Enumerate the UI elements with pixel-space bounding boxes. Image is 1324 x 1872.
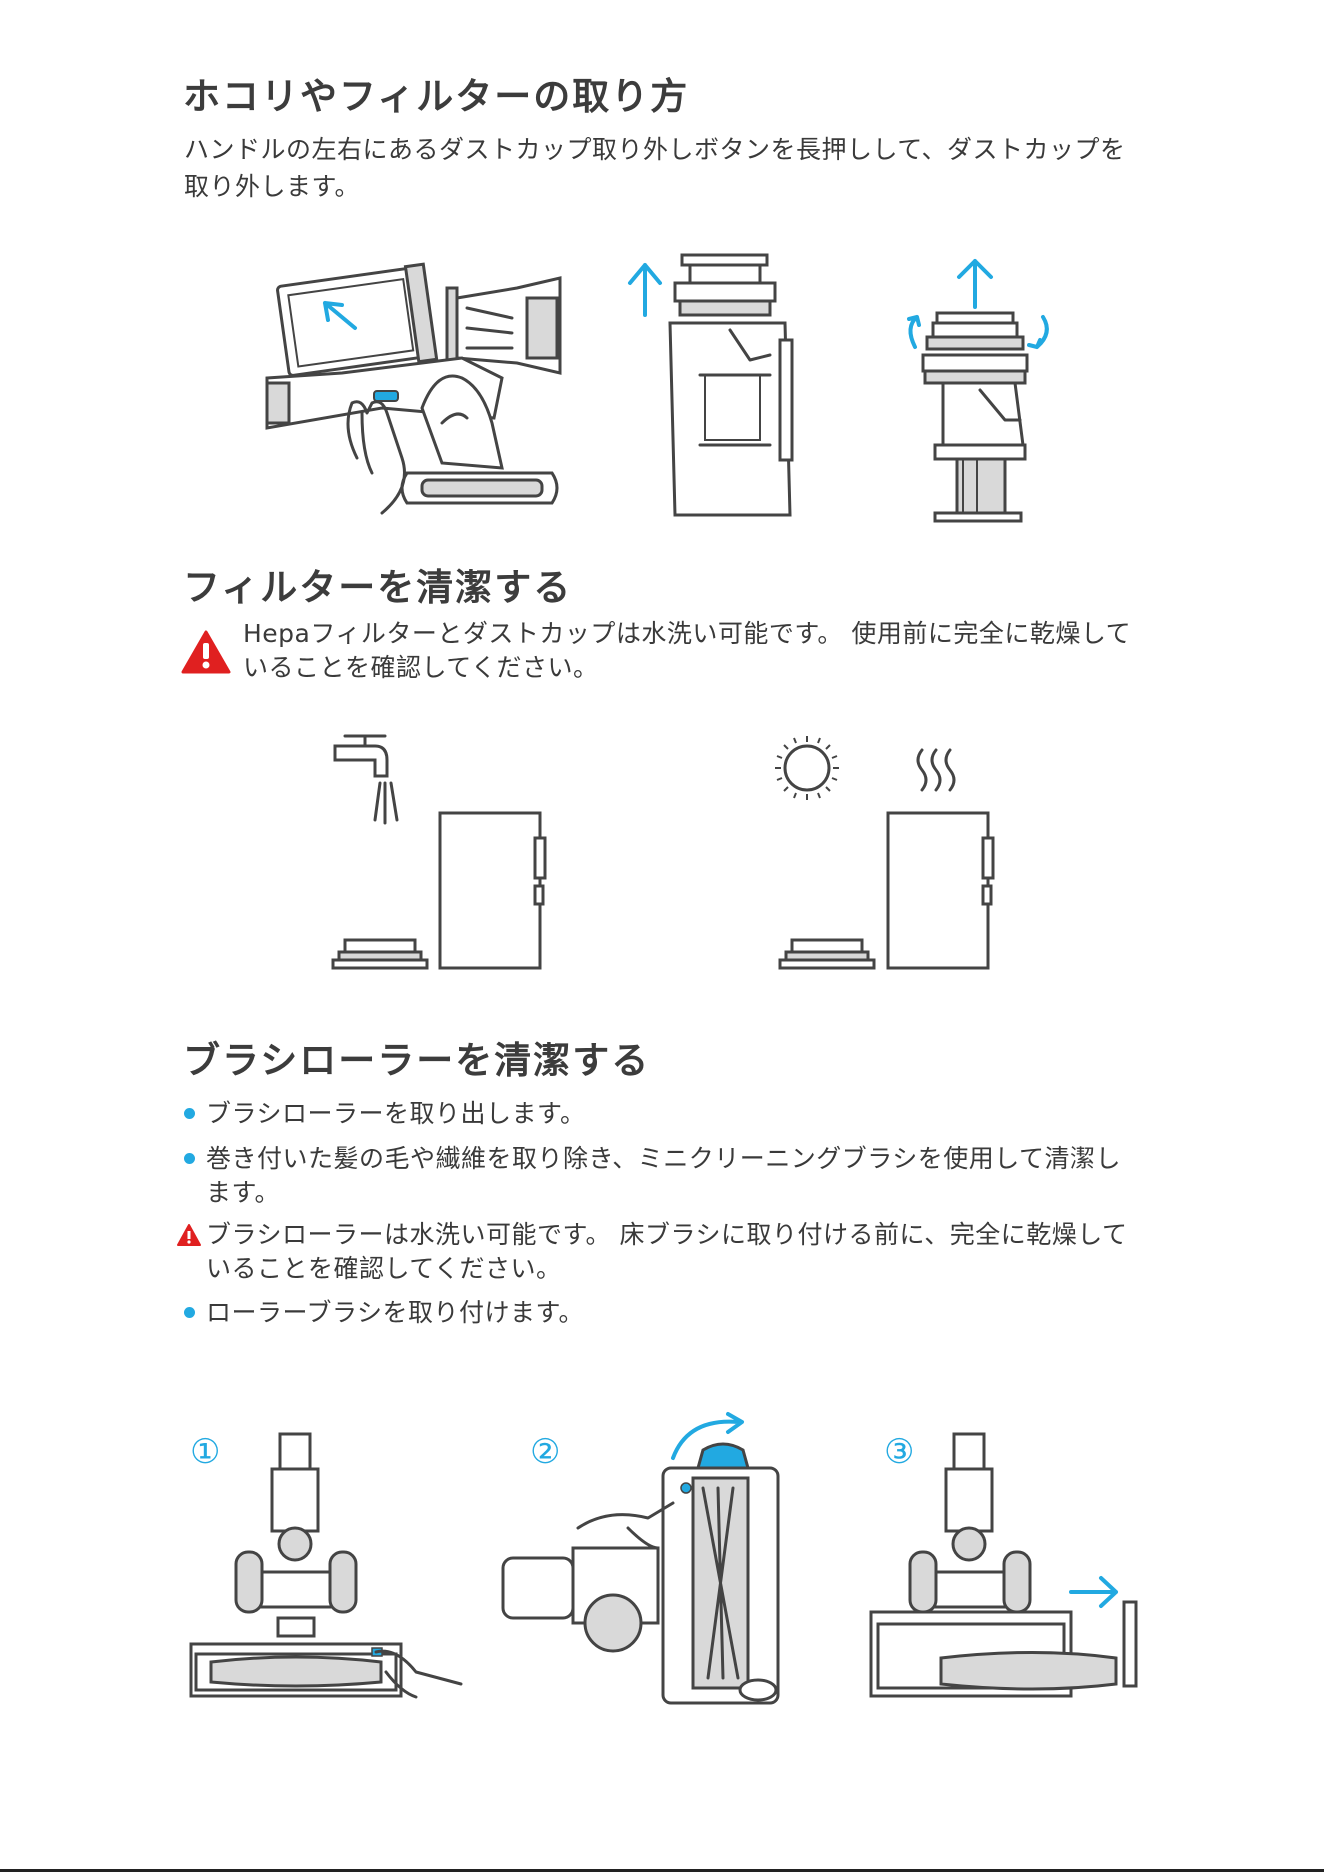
up-arrow-icon	[959, 261, 991, 307]
illustration-remove-dust-cup	[262, 258, 562, 518]
dust-removal-instructions: ハンドルの左右にあるダストカップ取り外しボタンを長押しして、ダストカップを 取り…	[184, 131, 1144, 205]
illustration-lift-cup	[620, 255, 800, 515]
list-item-text: ローラーブラシを取り付けます。	[206, 1296, 1140, 1330]
warning-icon	[181, 630, 231, 674]
list-item-text: 巻き付いた髪の毛や繊維を取り除き、ミニクリーニングブラシを使用して清潔し	[206, 1142, 1140, 1176]
steam-icon	[918, 750, 954, 790]
instruction-line-2: 取り外します。	[184, 168, 1144, 205]
list-item: ローラーブラシを取り付けます。	[180, 1296, 1140, 1330]
list-item: 巻き付いた髪の毛や繊維を取り除き、ミニクリーニングブラシを使用して清潔し ます。	[180, 1142, 1140, 1210]
section-title-clean-filter: フィルターを清潔する	[183, 557, 572, 611]
warning-icon	[176, 1223, 202, 1247]
bullet-dot	[184, 1153, 195, 1164]
section-title-dust-removal: ホコリやフィルターの取り方	[183, 66, 689, 120]
illustration-step-2	[498, 1408, 828, 1708]
faucet-icon	[335, 736, 387, 776]
instruction-line-1: ハンドルの左右にあるダストカップ取り外しボタンを長押しして、ダストカップを	[184, 131, 1144, 168]
warning-line-2: いることを確認してください。	[243, 651, 1143, 685]
illustration-step-3	[866, 1432, 1156, 1702]
list-item-text-cont: いることを確認してください。	[206, 1252, 1140, 1286]
rotate-arrow-icon	[909, 317, 919, 347]
bullet-dot	[184, 1108, 195, 1119]
illustration-step-1	[186, 1432, 466, 1702]
filter-warning-text: Hepaフィルターとダストカップは水洗い可能です。 使用前に完全に乾燥して いる…	[243, 617, 1143, 685]
illustration-wash-filter	[325, 728, 555, 978]
illustration-twist-filter	[895, 255, 1065, 525]
illustration-dry-filter	[770, 728, 1010, 978]
rotate-arrow-icon	[1029, 317, 1047, 347]
section-title-clean-brush-roller: ブラシローラーを清潔する	[183, 1030, 650, 1084]
bullet-dot	[184, 1307, 195, 1318]
list-item: ブラシローラーを取り出します。	[180, 1097, 1140, 1131]
sun-icon	[775, 736, 839, 800]
list-item-text: ブラシローラーを取り出します。	[206, 1097, 1140, 1131]
list-item-text: ブラシローラーは水洗い可能です。 床ブラシに取り付ける前に、完全に乾燥して	[206, 1218, 1140, 1252]
list-item-text-cont: ます。	[206, 1176, 1140, 1210]
warning-line-1: Hepaフィルターとダストカップは水洗い可能です。 使用前に完全に乾燥して	[243, 617, 1143, 651]
right-arrow-icon	[1071, 1578, 1116, 1606]
up-arrow-icon	[630, 265, 660, 315]
list-item-warning: ブラシローラーは水洗い可能です。 床ブラシに取り付ける前に、完全に乾燥して いる…	[180, 1218, 1140, 1286]
